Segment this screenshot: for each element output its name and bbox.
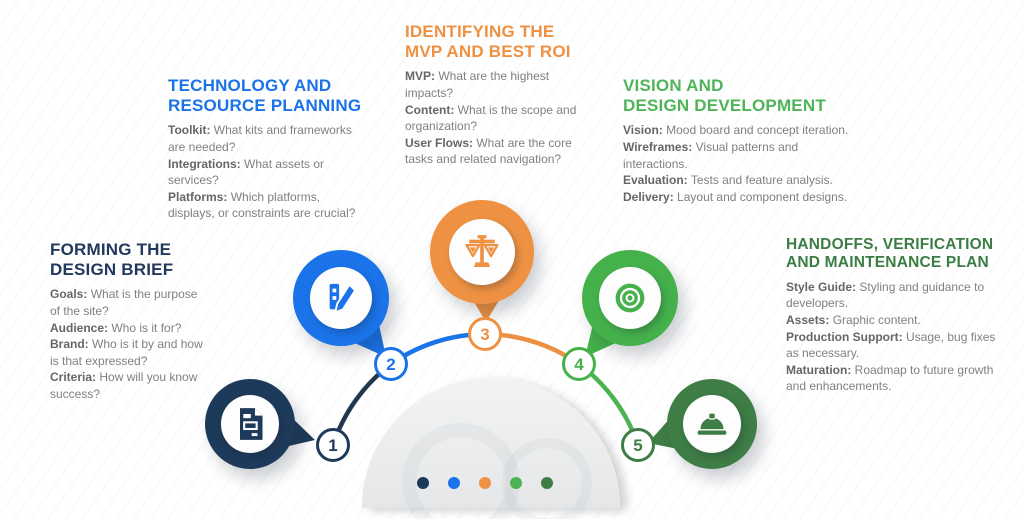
step-3-item-mvp: MVP: What are the highest impacts? [405,69,550,100]
step-4-badge: 4 [562,347,596,381]
step-4-number: 4 [574,354,584,374]
step-1-item-brand: Brand: Who is it by and how is that expr… [50,337,203,368]
design-tools-icon [329,283,357,314]
step-4-text-block: VISION AND DESIGN DEVELOPMENT Vision: Mo… [623,76,861,205]
step-3-bubble [430,200,534,304]
step-3-item-content: Content: What is the scope and organizat… [405,102,577,134]
document-icon [240,408,263,440]
step-5-item-maturation: Maturation: Roadmap to future growth and… [786,362,994,394]
step-1-item-audience: Audience: Who is it for? [50,320,182,335]
step-4-bubble [582,250,678,346]
step-2-item-platforms: Platforms: Which platforms, displays, or… [168,189,356,221]
step-2-item-integrations: Integrations: What assets or services? [168,156,325,188]
step-2-bubble [293,250,389,346]
step-5-item-production-support: Production Support: Usage, bug fixes as … [786,329,996,361]
step-1-number: 1 [328,435,338,455]
step-2-item-toolkit: Toolkit: What kits and frameworks are ne… [168,123,352,154]
step-5-title: HANDOFFS, VERIFICATION AND MAINTENANCE P… [786,236,994,271]
progress-dots [417,477,553,489]
step-4-title: VISION AND DESIGN DEVELOPMENT [623,76,826,115]
step-4-item-wireframes: Wireframes: Visual patterns and interact… [623,139,799,171]
step-5-number: 5 [633,435,643,455]
step-2-title: TECHNOLOGY AND RESOURCE PLANNING [168,76,362,115]
step-3-text-block: IDENTIFYING THE MVP AND BEST ROI MVP: Wh… [405,22,583,168]
step-5-item-style-guide: Style Guide: Styling and guidance to dev… [786,279,985,311]
step-3-item-user-flows: User Flows: What are the core tasks and … [405,135,572,167]
scales-icon [465,235,499,268]
hard-hat-icon [697,411,727,435]
step-3-number: 3 [480,324,490,344]
step-3-title: IDENTIFYING THE MVP AND BEST ROI [405,22,571,61]
step-2-number: 2 [386,354,396,374]
step-3-badge: 3 [468,317,502,351]
step-5-bubble [667,379,757,469]
step-2-badge: 2 [374,347,408,381]
step-2-icon-disc [310,267,372,329]
dot-step-2 [448,477,460,489]
dot-step-4 [510,477,522,489]
step-5-text-block: HANDOFFS, VERIFICATION AND MAINTENANCE P… [786,236,1002,395]
step-5-item-assets: Assets: Graphic content. [786,313,921,328]
step-4-icon-disc [599,267,661,329]
step-1-item-goals: Goals: What is the purpose of the site? [50,287,198,318]
step-5-badge: 5 [621,428,655,462]
step-4-item-evaluation: Evaluation: Tests and feature analysis. [623,173,833,188]
step-4-item-vision: Vision: Mood board and concept iteration… [623,123,849,138]
step-1-icon-disc [221,395,279,453]
dot-step-5 [541,477,553,489]
step-1-title: FORMING THE DESIGN BRIEF [50,240,174,279]
step-1-badge: 1 [316,428,350,462]
step-1-text-block: FORMING THE DESIGN BRIEF Goals: What is … [50,240,208,402]
step-1-item-criteria: Criteria: How will you know success? [50,370,198,401]
step-4-item-delivery: Delivery: Layout and component designs. [623,189,848,204]
step-2-text-block: TECHNOLOGY AND RESOURCE PLANNING Toolkit… [168,76,364,222]
dot-step-1 [417,477,429,489]
step-1-bubble [205,379,295,469]
step-5-icon-disc [683,395,741,453]
target-icon [615,283,645,313]
dot-step-3 [479,477,491,489]
step-3-icon-disc [448,218,516,286]
